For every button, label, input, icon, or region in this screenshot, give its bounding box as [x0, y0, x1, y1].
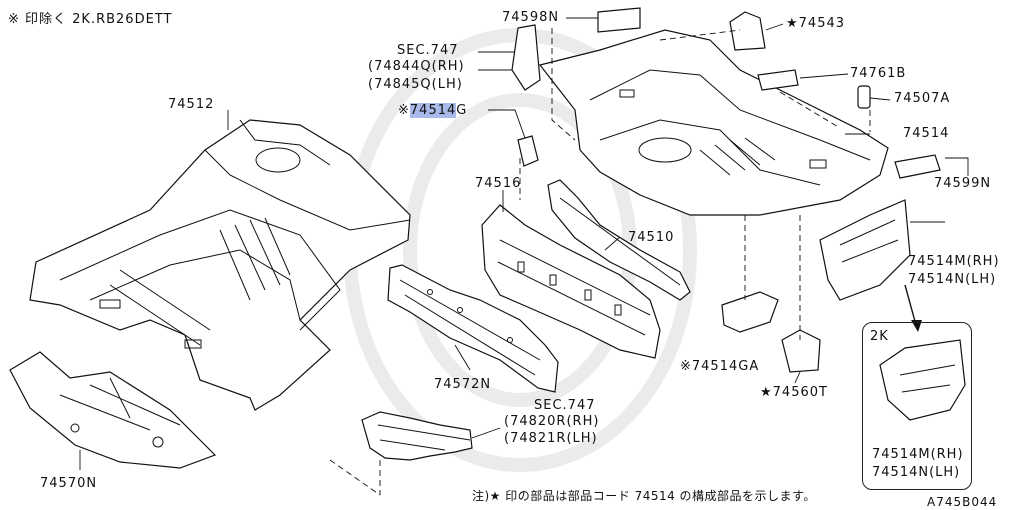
- diagram-code: A745B044: [927, 495, 998, 509]
- part-74761b: [757, 69, 799, 91]
- label-74599n: 74599N: [934, 176, 992, 191]
- leader-lines: [79, 17, 969, 470]
- guide-lines: [329, 28, 871, 496]
- member-74572n: [387, 264, 559, 393]
- label-74514: 74514: [903, 126, 950, 141]
- label-74570n: 74570N: [40, 476, 98, 491]
- inset-box-2k: [862, 322, 972, 490]
- rear-floor-74514: [538, 29, 889, 216]
- label-74514g-suffix: G: [456, 103, 468, 118]
- label-74514g: ※74514G: [398, 103, 467, 119]
- footer-note: 注)★ 印の部品は部品コード 74514 の構成部品を示します。: [472, 489, 816, 503]
- label-74507a: 74507A: [894, 91, 951, 106]
- part-74514g: [517, 135, 539, 167]
- inset-part-74514m: [879, 339, 966, 421]
- part-74514m: [819, 199, 911, 301]
- label-74761b: 74761B: [850, 66, 907, 81]
- part-74543: [729, 11, 766, 51]
- label-74514n: 74514N(LH): [908, 272, 997, 287]
- panel-74516: [481, 204, 661, 359]
- label-74598n: 74598N: [502, 10, 560, 25]
- header-note: ※ 印除く 2K.RB26DETT: [8, 12, 173, 27]
- part-74507a: [857, 85, 871, 109]
- label-74516: 74516: [475, 176, 522, 191]
- label-74512: 74512: [168, 97, 215, 112]
- inset-tag-2k: 2K: [870, 329, 889, 344]
- label-74560t: ★74560T: [760, 385, 828, 400]
- label-74845q: (74845Q(LH): [368, 77, 463, 92]
- label-74514g-highlight: 74514: [409, 103, 457, 118]
- plate-74570n: [9, 351, 217, 469]
- inset-label-74514m: 74514M(RH): [872, 447, 964, 462]
- label-74820r: (74820R(RH): [504, 414, 600, 429]
- label-sec747-a: SEC.747: [397, 43, 459, 58]
- part-74560t: [781, 329, 821, 373]
- label-74572n: 74572N: [434, 377, 492, 392]
- floor-pan-74512: [29, 119, 411, 411]
- label-74543: ★74543: [786, 16, 846, 31]
- part-74599n: [894, 154, 941, 179]
- label-74514m: 74514M(RH): [908, 254, 1000, 269]
- part-74598n: [597, 7, 641, 33]
- label-sec747-b: SEC.747: [534, 398, 596, 413]
- label-74514ga: ※74514GA: [680, 359, 760, 374]
- bracket-74820r: [361, 411, 473, 461]
- label-74514g-mark: ※: [398, 103, 410, 118]
- label-74510: 74510: [628, 230, 675, 245]
- small-parts: [511, 7, 941, 373]
- crossmember-74510: [547, 179, 691, 301]
- inset-label-74514n: 74514N(LH): [872, 465, 961, 480]
- part-74514ga: [721, 291, 779, 333]
- label-74844q: (74844Q(RH): [368, 59, 465, 74]
- part-74844q: [511, 24, 541, 91]
- label-74821r: (74821R(LH): [504, 431, 598, 446]
- inset-arrow: [904, 284, 922, 332]
